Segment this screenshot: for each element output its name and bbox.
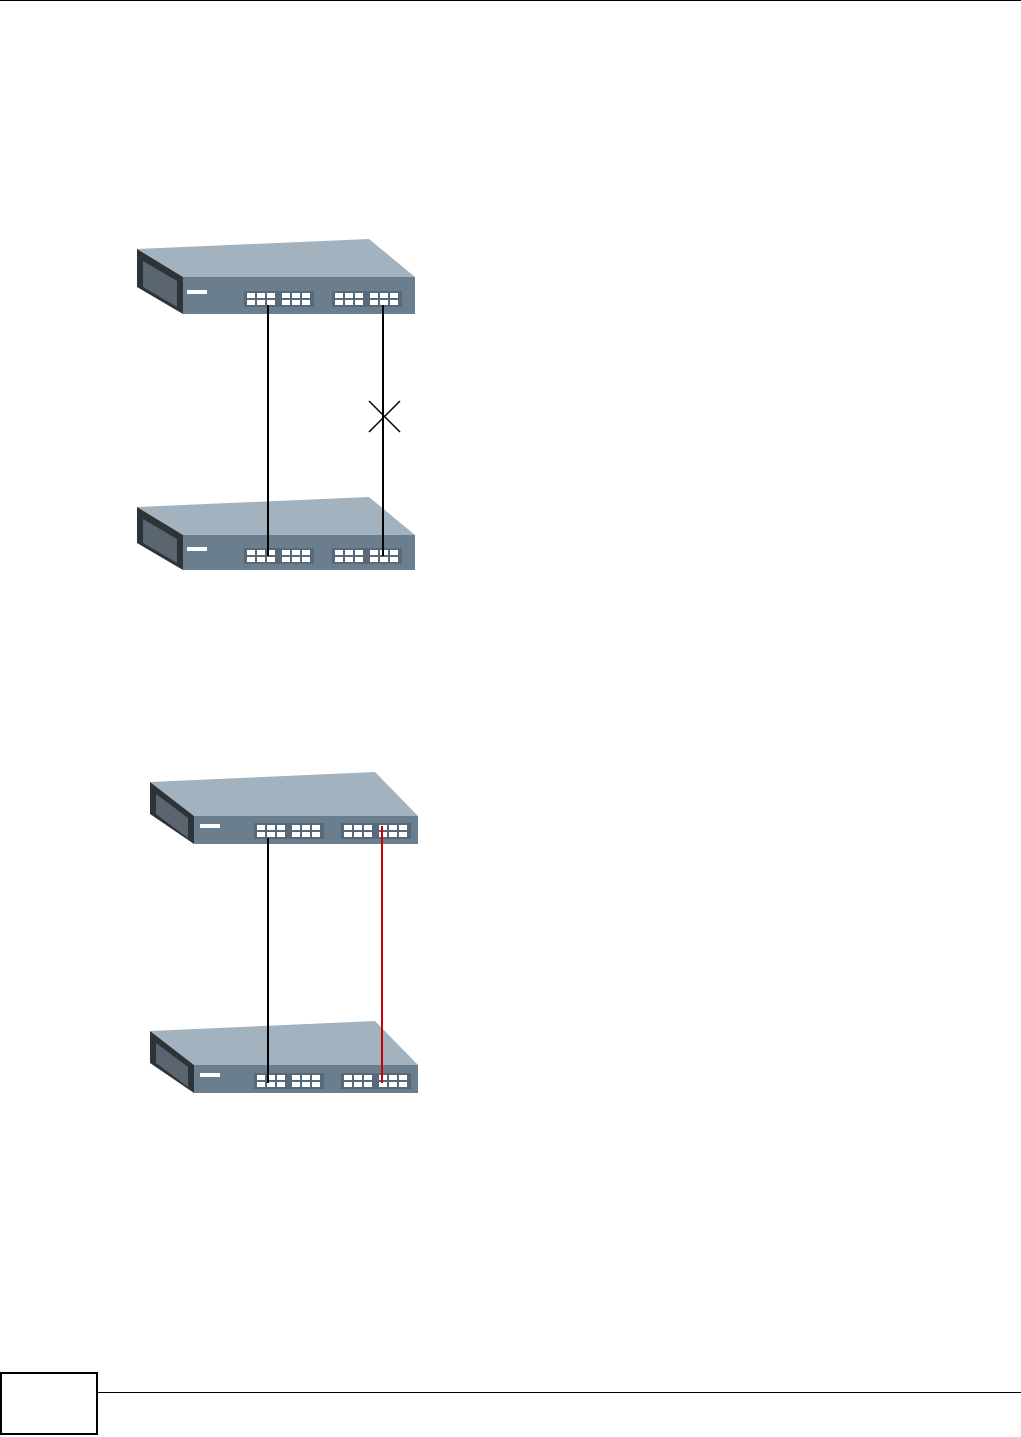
figure-1 (137, 239, 415, 570)
figure-2 (150, 772, 418, 1093)
page-number-box (0, 1372, 98, 1435)
network-switch-icon (137, 239, 415, 314)
network-switch-icon (150, 772, 418, 844)
network-switch-icon (137, 497, 415, 570)
network-switch-icon (150, 1021, 418, 1093)
x-mark-icon (369, 401, 400, 432)
footer-rule (0, 1392, 1021, 1393)
